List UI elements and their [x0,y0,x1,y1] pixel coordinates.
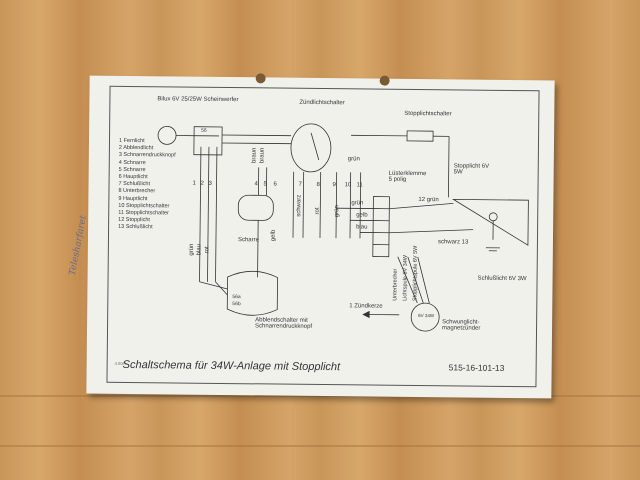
wire-label-rot-1: rot [204,246,211,254]
legend-item: 8 Unterbrecher [118,188,156,195]
wire-label-gruen-4: grün [351,200,364,207]
magneto-center-label: 6V 34W [418,313,435,319]
ignition-switch-icon [290,123,332,173]
coil-label-light: Lichtspule 6V 34W [402,255,409,301]
switch-terminal-56b: 56b [232,301,241,308]
wire-label-blau-2: blau [356,224,368,231]
legend-item: 3 Schnarrendruckknopf [118,152,176,159]
tail-light-label: Schlußlicht 6V 3W [477,275,527,283]
horn-label: Scharre [237,237,260,244]
tail-light-housing-icon [451,198,529,246]
wire-label-braun-2: braun [259,147,266,164]
wire-num-1: 1 [192,180,196,187]
brake-switch-label: Stopplichtschalter [404,110,452,118]
wire-label-gruen-3: grün [347,156,360,163]
magneto-label: Schwunglicht-magnetzünder [442,319,481,332]
wire-num-11: 11 [356,182,363,189]
document-title: Schaltschema für 34W-Anlage mit Stopplic… [122,358,341,374]
wire-label-schwarz13: schwarz 13 [437,239,469,246]
terminal-block-label: Lüsterklemme 5 polig [388,170,427,183]
coil-label-interrupter: Unterbrecher [392,268,399,301]
wire-label-schwarz-1: schwarz [296,194,303,217]
coil-label-stop: Stopplichtspule 6V 5W [412,245,419,302]
wire-label-braun-1: braun [251,147,258,164]
document-number: 515-16-101-13 [448,362,505,373]
terminal-block-icon [372,196,390,258]
ignition-switch-label: Zündlichtschalter [299,99,345,107]
wire-num-7: 7 [298,181,302,188]
headlamp-label: Bilux 6V 25/25W Scheinwerfer [157,96,239,104]
magneto-icon [410,302,440,332]
wire-label-blau-1: blau [196,244,203,256]
wiring-diagram-sheet: Bilux 6V 25/25W Scheinwerfer Zündlichtsc… [68,73,555,399]
switch-terminal-56: 56 [201,127,207,134]
wire-num-8: 8 [316,181,320,188]
wire-num-9: 9 [332,182,336,189]
wire-label-gruen12: 12 grün [418,197,439,204]
wire-num-2: 2 [200,180,204,187]
wire-num-6: 6 [273,181,277,188]
wire-label-gruen-1: grün [188,243,195,256]
switch-terminal-56a: 56a [232,294,241,301]
dimmer-switch-icon [226,270,278,316]
wire-num-3: 3 [208,180,212,187]
wire-label-gruen-2: grün [334,205,341,218]
wire-label-rot-2: rot [314,207,321,215]
wire-num-10: 10 [344,182,352,189]
wiring-schematic [157,123,529,332]
horn-icon [237,194,274,221]
brake-switch-icon [406,130,434,142]
wire-label-gelb-2: gelb [356,212,368,219]
legend-list: 1 Fernlicht 2 Abblendlicht 3 Schnarrendr… [118,138,176,232]
legend-item: 13 Schlußlicht [118,224,153,231]
handwritten-note: Telesharfaret [67,214,89,277]
wire-num-5: 5 [263,181,267,188]
stop-light-label: Stopplicht 6V 5W [453,163,490,176]
wire-num-4: 4 [254,181,258,188]
spark-plug-label: 1 Zündkerze [349,303,383,310]
wire-label-gelb-1: gelb [270,229,277,242]
dimmer-switch-label: Abblendschalter mit Schnarrendruckknopf [255,317,313,330]
